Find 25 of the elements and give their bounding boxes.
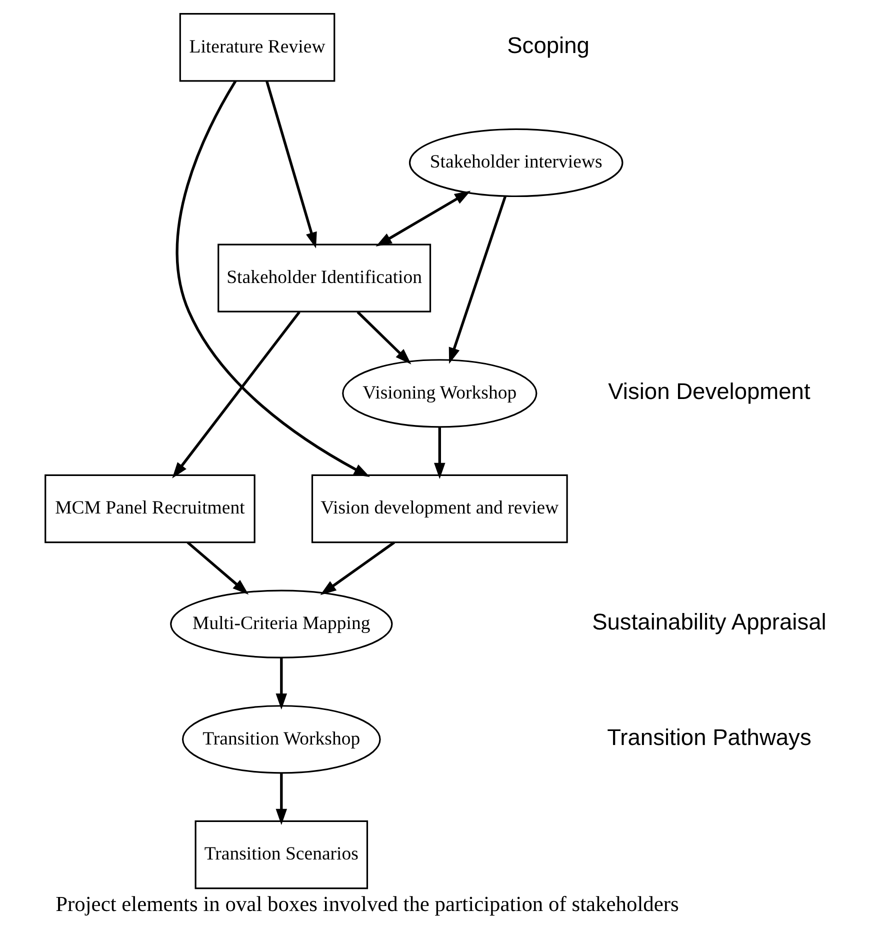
arrow <box>275 773 287 825</box>
label: Vision Development <box>608 378 810 404</box>
node-ellipse: Visioning Workshop <box>342 359 537 428</box>
caption: Project elements in oval boxes involved the participation of stakeholders <box>55 892 678 916</box>
node-box: Vision development and review <box>310 474 568 544</box>
arrow <box>275 658 287 710</box>
arrow <box>320 541 395 596</box>
arrow <box>448 196 506 364</box>
label: Sustainability Appraisal <box>592 608 826 635</box>
node-box: Stakeholder Identification <box>217 244 431 312</box>
arrow <box>356 311 411 364</box>
node-ellipse: Transition Workshop <box>181 705 380 774</box>
arrow <box>265 81 316 248</box>
arrow <box>186 541 248 595</box>
label: Transition Pathways <box>606 724 811 750</box>
node-box: Transition Scenarios <box>194 820 368 890</box>
arrow <box>434 427 445 479</box>
node-ellipse: Stakeholder interviews <box>408 128 623 198</box>
label: Scoping <box>506 32 589 58</box>
node-ellipse: Multi-Criteria Mapping <box>170 590 392 658</box>
arrow <box>375 190 470 247</box>
node-box: MCM Panel Recruitment <box>44 474 255 544</box>
node-box: Literature Review <box>178 13 335 82</box>
arrow <box>175 80 370 477</box>
arrow <box>172 311 300 478</box>
